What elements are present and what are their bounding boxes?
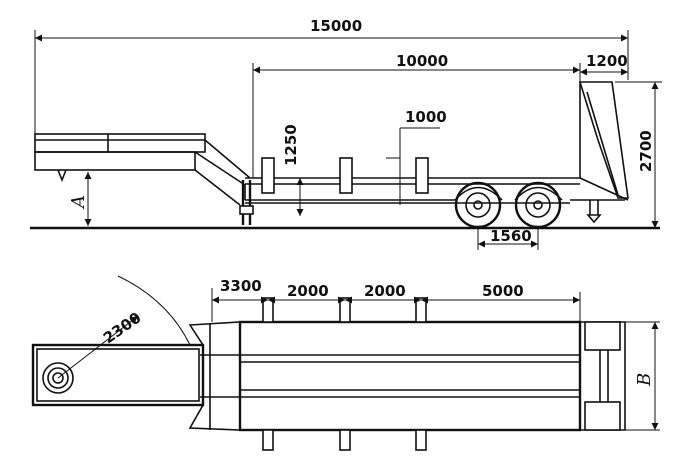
wheel-front bbox=[454, 181, 502, 229]
dim-text-2700: 2700 bbox=[637, 130, 655, 172]
stake-bottom-2 bbox=[339, 429, 351, 451]
gooseneck-platform bbox=[31, 343, 205, 407]
stake-top-1 bbox=[262, 297, 274, 323]
wheel-rear bbox=[514, 181, 562, 229]
rear-ramp bbox=[578, 81, 629, 199]
stake-bottom-3 bbox=[415, 429, 427, 451]
dim-swing-radius: 2300 bbox=[57, 275, 191, 379]
dim-text-3300: 3300 bbox=[220, 277, 262, 295]
stake-top-2 bbox=[339, 297, 351, 323]
rear-end-top bbox=[579, 321, 626, 431]
dim-overall-length: 15000 bbox=[34, 17, 629, 134]
dim-stake-spacing-1: 2000 bbox=[268, 282, 345, 304]
top-view: 2300 bbox=[31, 275, 660, 451]
wheels bbox=[454, 181, 602, 229]
dim-text-2000-b: 2000 bbox=[364, 282, 406, 300]
main-frame bbox=[245, 177, 629, 204]
dim-text-10000: 10000 bbox=[396, 52, 448, 70]
dim-text-1200: 1200 bbox=[586, 52, 628, 70]
dim-text-2300: 2300 bbox=[100, 309, 145, 348]
stake-3 bbox=[415, 157, 429, 194]
gooseneck bbox=[34, 133, 254, 225]
dim-axle-spacing: 1560 bbox=[477, 227, 539, 250]
stake-bottom-1 bbox=[262, 429, 274, 451]
dim-gooseneck-height: A bbox=[68, 172, 92, 226]
dim-step-height: 1000 bbox=[386, 108, 447, 205]
stake-top-3 bbox=[415, 297, 427, 323]
dim-text-1250: 1250 bbox=[282, 124, 300, 166]
dim-front-offset: 3300 bbox=[211, 277, 268, 322]
side-view: 15000 10000 1200 2700 1250 bbox=[30, 17, 662, 250]
top-stakes bbox=[262, 297, 427, 451]
dim-text-2000-a: 2000 bbox=[287, 282, 329, 300]
dim-text-5000: 5000 bbox=[482, 282, 524, 300]
dim-text-1000: 1000 bbox=[405, 108, 447, 126]
dim-stake-spacing-2: 2000 bbox=[345, 282, 421, 304]
dim-text-1560: 1560 bbox=[490, 227, 532, 245]
kingpin-icon bbox=[42, 362, 74, 394]
stake-2 bbox=[339, 157, 353, 194]
side-stakes bbox=[261, 157, 429, 194]
dim-rear-height: 2700 bbox=[615, 81, 662, 228]
dim-text-B: B bbox=[634, 373, 655, 387]
dim-deck-height: 1250 bbox=[282, 124, 304, 216]
dim-deck-length: 10000 bbox=[252, 52, 581, 178]
dim-rear-ramp: 1200 bbox=[580, 52, 628, 76]
dim-text-A: A bbox=[68, 195, 89, 210]
stake-1 bbox=[261, 157, 275, 194]
main-bed bbox=[238, 320, 582, 432]
dim-rear-spacing: 5000 bbox=[421, 282, 581, 322]
dim-text-15000: 15000 bbox=[310, 17, 362, 35]
dim-width: B bbox=[615, 321, 660, 431]
